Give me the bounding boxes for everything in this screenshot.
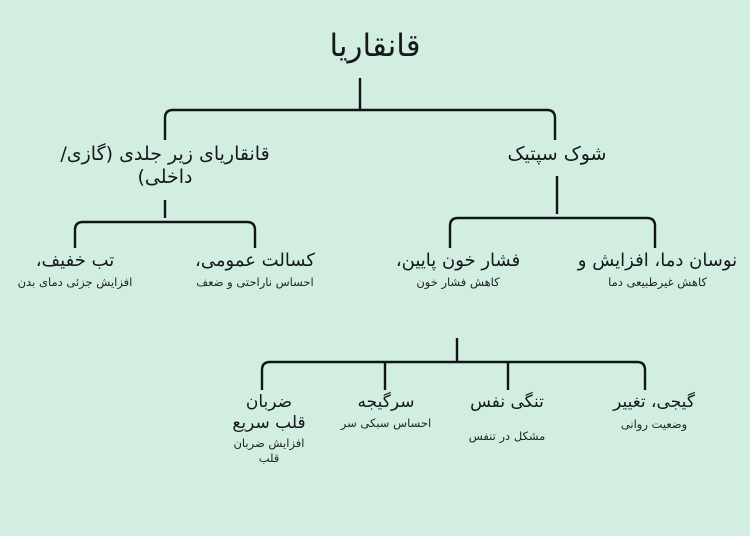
node-low-blood-pressure-description: کاهش فشار خون (416, 274, 500, 289)
node-gangrene-root-label: قانقاریا (329, 28, 421, 64)
node-tachycardia-description: افزایش ضربان قلب (233, 436, 305, 466)
node-low-blood-pressure-label: فشار خون پایین، (395, 250, 521, 271)
node-shortness-of-breath: تنگی نفس مشکل در تنفس (455, 392, 559, 444)
node-septic-shock: شوک سپتیک (452, 143, 662, 166)
node-tachycardia: ضربان قلب سریع افزایش ضربان قلب (232, 392, 306, 466)
node-general-malaise-label: کسالت عمومی، (195, 250, 315, 271)
node-subcutaneous-gangrene: قانقاریای زیر جلدی (گازی/داخلی) (60, 143, 270, 189)
connector-root-split (163, 108, 557, 140)
node-dizziness-description: احساس سبکی سر (340, 415, 432, 430)
node-septic-shock-label: شوک سپتیک (507, 143, 607, 165)
connector-level3-split (260, 360, 647, 390)
node-temperature-fluctuation-description: کاهش غیرطبیعی دما (608, 274, 707, 289)
node-general-malaise-description: احساس ناراحتی و ضعف (196, 274, 314, 289)
node-mild-fever: تب خفیف، افزایش جزئی دمای بدن (10, 250, 140, 290)
node-mild-fever-label: تب خفیف، (35, 250, 115, 271)
node-tachycardia-label: ضربان قلب سریع (232, 392, 306, 433)
node-shortness-of-breath-label: تنگی نفس (470, 392, 544, 412)
node-dizziness-label: سرگیجه (357, 392, 415, 412)
node-low-blood-pressure: فشار خون پایین، کاهش فشار خون (383, 250, 533, 290)
node-gangrene-root: قانقاریا (275, 28, 475, 66)
node-confusion-description: وضعیت روانی (620, 416, 688, 431)
node-temperature-fluctuation-label: نوسان دما، افزایش و (577, 250, 738, 271)
connector-septic-shock-split (448, 216, 657, 248)
node-confusion-label: گیجی، تغییر (613, 392, 695, 412)
node-confusion: گیجی، تغییر وضعیت روانی (580, 392, 728, 432)
node-subcutaneous-gangrene-label: قانقاریای زیر جلدی (گازی/داخلی) (60, 143, 270, 189)
node-mild-fever-description: افزایش جزئی دمای بدن (17, 274, 133, 289)
node-dizziness: سرگیجه احساس سبکی سر (340, 392, 432, 431)
node-temperature-fluctuation: نوسان دما، افزایش و کاهش غیرطبیعی دما (570, 250, 745, 290)
node-shortness-of-breath-description: مشکل در تنفس (468, 428, 546, 443)
node-general-malaise: کسالت عمومی، احساس ناراحتی و ضعف (180, 250, 330, 290)
connector-subcutaneous-split (73, 220, 257, 248)
